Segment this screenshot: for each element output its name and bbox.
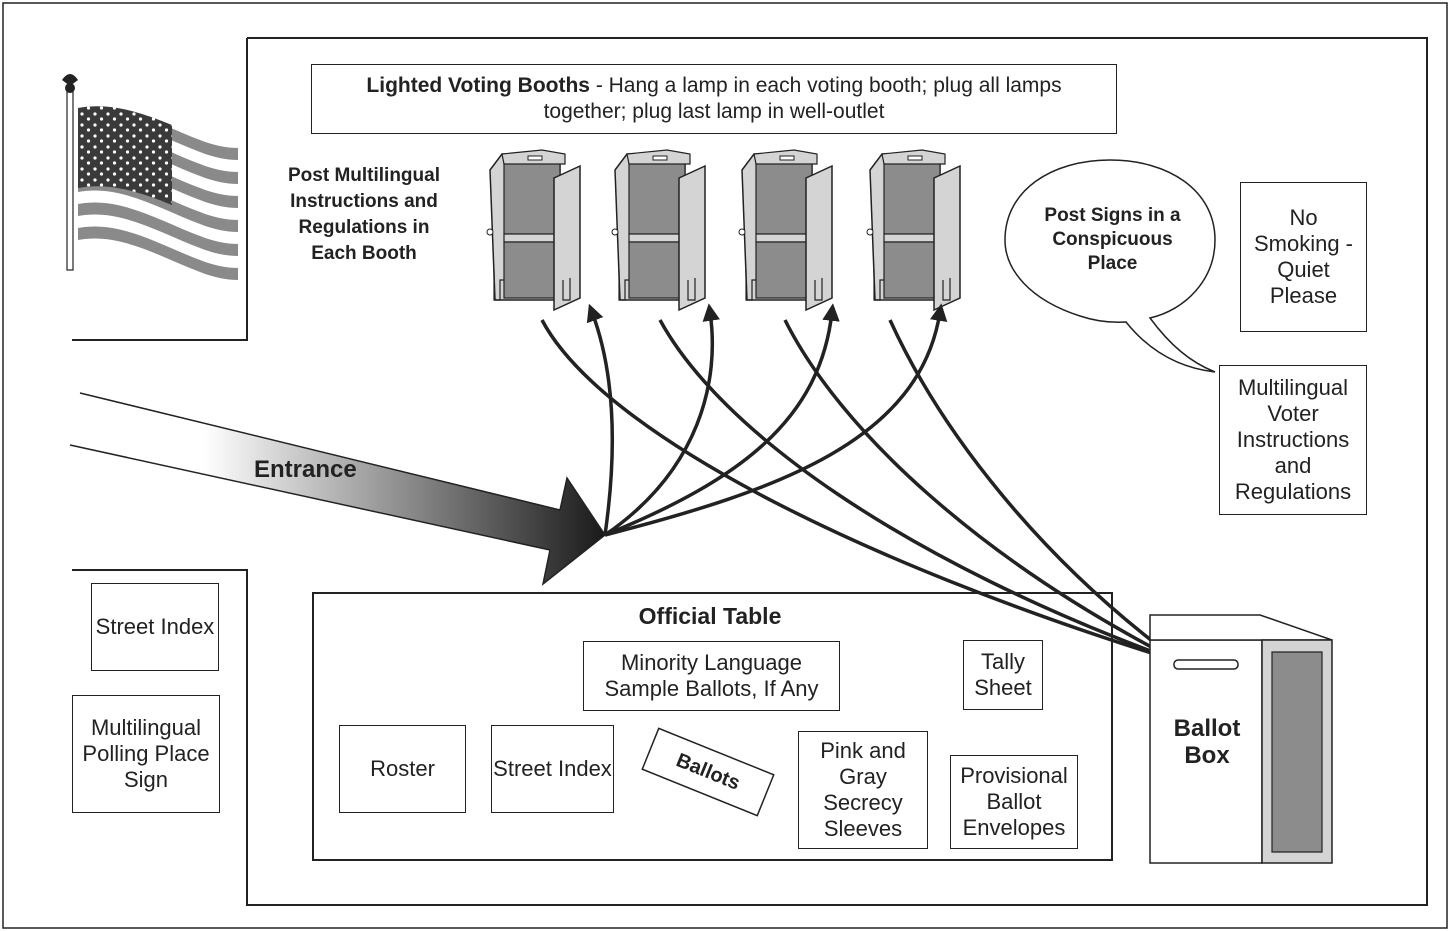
voter-instructions-sign: Multilingual Voter Instructions and Regu… (1219, 365, 1367, 515)
american-flag-icon (62, 74, 238, 300)
street-index-table-box: Street Index (491, 725, 614, 813)
polling-place-sign: Multilingual Polling Place Sign (72, 695, 220, 813)
secrecy-sleeves-box: Pink and Gray Secrecy Sleeves (798, 731, 928, 849)
roster-box: Roster (339, 725, 466, 813)
flow-arrows-to-ballot-box (540, 319, 1189, 668)
flow-arrows-to-booths (586, 303, 948, 537)
banner-text: - Hang a lamp in each voting booth; plug… (543, 74, 1062, 123)
no-smoking-sign: No Smoking - Quiet Please (1240, 182, 1367, 332)
lighted-voting-booths-banner: Lighted Voting Booths - Hang a lamp in e… (311, 64, 1117, 134)
booth-instructions-note: Post Multilingual Instructions and Regul… (288, 165, 440, 264)
banner-title: Lighted Voting Booths (366, 74, 590, 97)
tally-sheet-box: Tally Sheet (963, 640, 1043, 710)
entrance-arrow (70, 393, 605, 584)
sample-ballots-box: Minority Language Sample Ballots, If Any (583, 641, 840, 711)
official-table-title: Official Table (638, 603, 782, 629)
voting-booth-3 (738, 149, 833, 312)
room-wall-upper (72, 38, 248, 341)
room-wall (72, 37, 1428, 906)
official-table-outline (312, 592, 1113, 861)
voting-booth-4 (866, 149, 961, 312)
entrance-label: Entrance (254, 456, 357, 483)
speech-bubble-text: Post Signs in a Conspicuous Place (1044, 205, 1181, 274)
speech-bubble-shape (1004, 159, 1216, 373)
provisional-envelopes-box: Provisional Ballot Envelopes (950, 755, 1078, 849)
voting-booth-2 (611, 149, 706, 312)
ballot-box-label: Ballot Box (1173, 715, 1241, 769)
voting-booth-1 (486, 149, 581, 312)
ballots-box-shape (641, 727, 775, 817)
street-index-outside: Street Index (91, 583, 219, 671)
ballot-box-icon (1149, 614, 1333, 864)
